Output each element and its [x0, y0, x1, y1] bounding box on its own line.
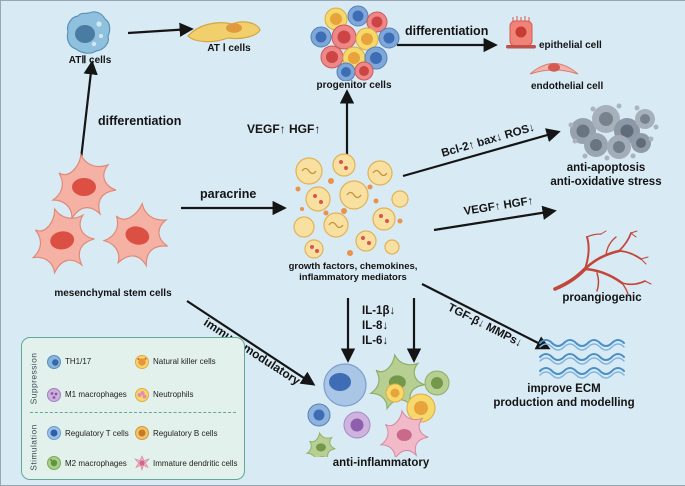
breg-cell-icon	[135, 426, 149, 440]
msc-label: mesenchymal stem cells	[54, 288, 172, 299]
ecm-label: improve ECM production and modelling	[493, 383, 635, 409]
bcl2-bax-ros-label: Bcl-2↑ bax↓ ROS↓	[440, 121, 537, 160]
legend-suppression-label: Suppression	[28, 352, 39, 405]
tgfb-mmps-label: TGF-β↓ MMPs↓	[445, 301, 524, 350]
legend-panel: Suppression Stimulation TH1/17 Natural k…	[21, 337, 245, 480]
legend-item-label: Regulatory T cells	[65, 428, 129, 438]
ati-cell-illustration	[187, 21, 261, 43]
immature-dendritic-cell-icon	[134, 455, 150, 471]
ecm-illustration	[539, 339, 625, 379]
legend-divider	[30, 412, 236, 413]
progenitor-cells-illustration	[310, 5, 400, 81]
anti-apoptosis-label: anti-apoptosis anti-oxidative stress	[550, 162, 662, 188]
proangiogenic-illustration	[553, 230, 652, 295]
m2-macrophage-icon	[47, 456, 61, 470]
growth-factors-illustration	[293, 153, 409, 259]
legend-item-neutrophils: Neutrophils	[134, 378, 240, 411]
arrow-differentiation-up	[79, 60, 98, 160]
endothelial-cell-illustration	[529, 63, 579, 75]
legend-item-label: Natural killer cells	[153, 357, 216, 366]
anti-inflammatory-label: anti-inflammatory	[332, 457, 430, 469]
treg-cell-icon	[47, 426, 61, 440]
legend-item-m2-macrophages: M2 macrophages	[46, 448, 134, 478]
atii-cells-label: ATⅡ cells	[68, 55, 112, 66]
legend-item-label: M1 macrophages	[65, 390, 127, 399]
il-markers-label: IL-1β↓ IL-8↓ IL-6↓	[362, 305, 396, 348]
legend-item-label: Regulatory B cells	[153, 428, 218, 438]
legend-item-label: M2 macrophages	[65, 458, 127, 468]
legend-item-th1-17: TH1/17	[46, 345, 134, 378]
progenitor-cells-label: progenitor cells	[316, 80, 392, 91]
arrow-atii-to-ati	[127, 22, 194, 37]
differentiation-left-label: differentiation	[98, 114, 182, 128]
legend-item-immature-dendritic-cells: Immature dendritic cells	[134, 448, 240, 478]
legend-stimulation-label: Stimulation	[28, 424, 39, 471]
nk-cell-icon	[135, 354, 149, 369]
msc-illustration	[26, 154, 177, 276]
m1-macrophage-icon	[47, 387, 61, 402]
vegf-hgf-right-label: VEGF↑ HGF↑	[462, 195, 535, 218]
legend-item-label: TH1/17	[65, 357, 92, 366]
proangiogenic-label: proangiogenic	[562, 292, 642, 304]
atii-cell-illustration	[66, 11, 111, 54]
legend-item-label: Immature dendritic cells	[153, 458, 238, 468]
vegf-hgf-up-label: VEGF↑ HGF↑	[247, 122, 321, 136]
arrow-ecm	[421, 283, 551, 350]
epithelial-cell-label: epithelial cell	[539, 40, 602, 51]
endothelial-cell-label: endothelial cell	[531, 81, 604, 92]
growth-factors-label: growth factors, chemokines, inflammatory…	[288, 261, 418, 284]
paracrine-label: paracrine	[200, 187, 257, 201]
legend-item-nk-cells: Natural killer cells	[134, 345, 240, 378]
legend-item-m1-macrophages: M1 macrophages	[46, 378, 134, 411]
epithelial-cell-illustration	[506, 16, 536, 49]
neutrophil-icon	[135, 387, 149, 402]
th1-17-cell-icon	[47, 354, 61, 369]
legend-item-regulatory-t-cells: Regulatory T cells	[46, 418, 134, 448]
ati-cells-label: AT Ⅰ cells	[207, 43, 251, 54]
anti-apoptosis-illustration	[568, 103, 659, 161]
legend-item-regulatory-b-cells: Regulatory B cells	[134, 418, 240, 448]
differentiation-top-label: differentiation	[405, 24, 489, 38]
legend-item-label: Neutrophils	[153, 390, 194, 399]
anti-inflammatory-illustration	[306, 354, 450, 457]
